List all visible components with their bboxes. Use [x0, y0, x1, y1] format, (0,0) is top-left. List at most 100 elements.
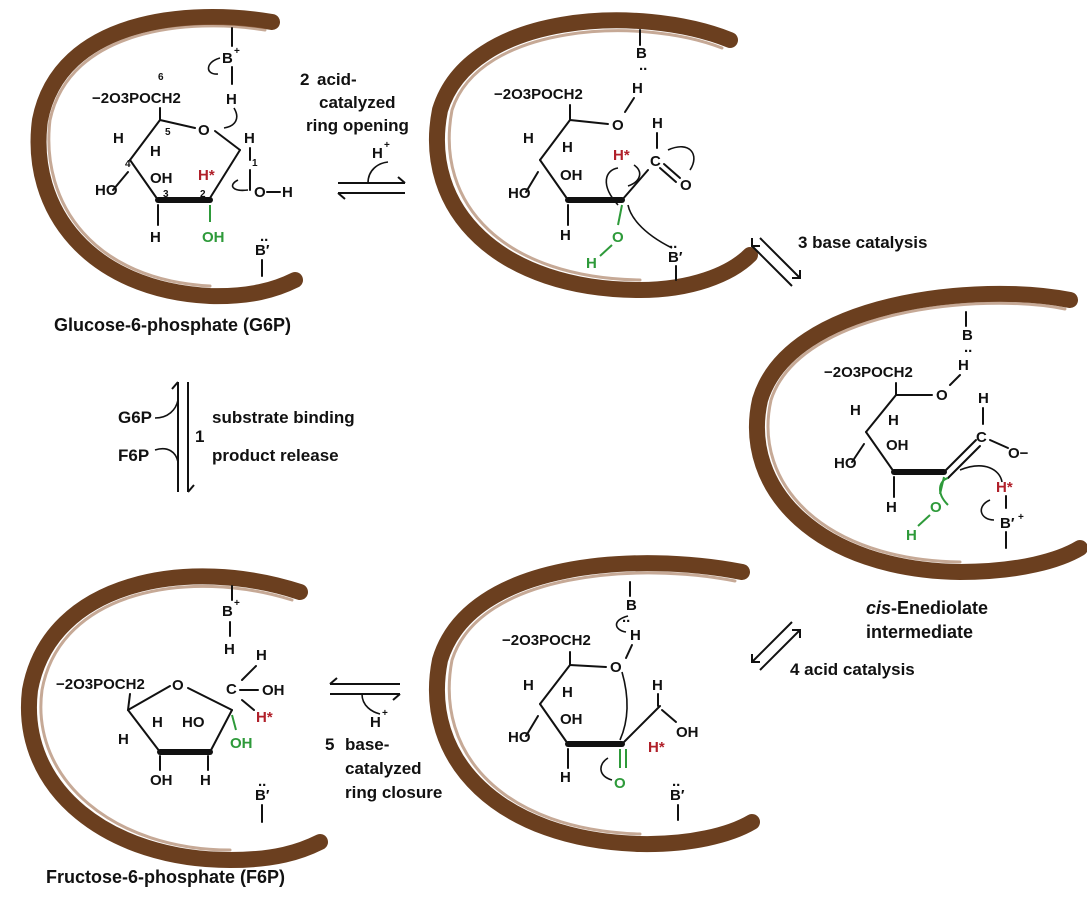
svg-text:H: H	[523, 677, 534, 694]
svg-text:+: +	[384, 140, 390, 151]
svg-text:3 base catalysis: 3 base catalysis	[798, 233, 927, 252]
svg-text:OH: OH	[150, 170, 173, 187]
svg-text:H: H	[632, 80, 643, 97]
svg-text:O: O	[936, 387, 948, 404]
svg-text:H: H	[224, 641, 235, 658]
svg-text:O: O	[614, 775, 626, 792]
step2-arrows: H + 2 acid- catalyzed ring opening	[300, 70, 409, 200]
svg-text:C: C	[976, 429, 987, 446]
svg-text:H: H	[244, 130, 255, 147]
step3-arrows: 3 base catalysis	[751, 233, 927, 287]
svg-text:H: H	[586, 255, 597, 272]
svg-text:B′: B′	[668, 249, 683, 266]
svg-text:substrate binding: substrate binding	[212, 408, 355, 427]
svg-text:..: ..	[622, 609, 630, 626]
svg-text:O: O	[612, 229, 624, 246]
svg-text:OH: OH	[262, 682, 285, 699]
h-star-label: H*	[198, 167, 215, 184]
svg-text:H: H	[978, 390, 989, 407]
enzyme-pocket-open	[428, 12, 758, 299]
svg-text:HO: HO	[182, 714, 205, 731]
svg-text:catalyzed: catalyzed	[345, 759, 422, 778]
enzyme-pocket-enediolate	[748, 285, 1087, 581]
svg-text:H: H	[562, 139, 573, 156]
svg-text:base-: base-	[345, 735, 389, 754]
svg-text:H: H	[886, 499, 897, 516]
svg-text:OH: OH	[230, 735, 253, 752]
svg-text:H: H	[906, 527, 917, 544]
svg-text:B′: B′	[255, 242, 270, 259]
svg-text:H: H	[560, 769, 571, 786]
svg-text:−2O3POCH2: −2O3POCH2	[824, 364, 913, 381]
svg-text:B: B	[222, 603, 233, 620]
svg-text:O: O	[198, 122, 210, 139]
svg-text:H: H	[113, 130, 124, 147]
svg-text:H: H	[888, 412, 899, 429]
svg-text:..: ..	[258, 773, 266, 790]
step1-arrows: G6P F6P 1 substrate binding product rele…	[118, 381, 355, 493]
svg-text:H: H	[282, 184, 293, 201]
svg-text:+: +	[234, 46, 240, 57]
svg-text:G6P: G6P	[118, 408, 152, 427]
svg-text:H: H	[523, 130, 534, 147]
caption-enediolate: cis-Enediolate	[866, 598, 988, 618]
caption-f6p: Fructose-6-phosphate (F6P)	[46, 867, 285, 887]
svg-text:H: H	[118, 731, 129, 748]
caption-g6p: Glucose-6-phosphate (G6P)	[54, 315, 291, 335]
svg-text:2: 2	[200, 189, 206, 200]
svg-text:4: 4	[125, 159, 131, 170]
svg-text:+: +	[234, 598, 240, 609]
enzyme-pocket-g6p	[30, 8, 303, 305]
svg-text:H: H	[200, 772, 211, 789]
svg-text:B′: B′	[670, 787, 685, 804]
svg-text:O: O	[172, 677, 184, 694]
svg-text:+: +	[382, 708, 388, 719]
open-ketone-structure: B .. H O −2O3POCH2 H H HO OH H O H OH H*…	[502, 581, 699, 821]
svg-text:−2O3POCH2: −2O3POCH2	[56, 676, 145, 693]
svg-text:O: O	[612, 117, 624, 134]
svg-text:6: 6	[158, 72, 164, 83]
svg-text:H*: H*	[613, 147, 630, 164]
svg-text:H*: H*	[996, 479, 1013, 496]
open-chain-structure: B .. H O −2O3POCH2 H H HO OH H H* O H H …	[494, 29, 695, 281]
svg-text:3: 3	[163, 189, 169, 200]
f6p-structure: B + H −2O3POCH2 O H H HO OH H C OH H H* …	[56, 585, 285, 823]
svg-text:H: H	[152, 714, 163, 731]
svg-text:H: H	[150, 229, 161, 246]
svg-text:H: H	[562, 684, 573, 701]
svg-text:OH: OH	[150, 772, 173, 789]
g6p-structure: B + H 6 −2O3POCH2 O 5 4 3 2 1 H H HO OH …	[92, 27, 293, 277]
svg-text:O: O	[930, 499, 942, 516]
svg-text:..: ..	[669, 235, 677, 252]
svg-text:H*: H*	[648, 739, 665, 756]
svg-text:B: B	[962, 327, 973, 344]
svg-text:H: H	[150, 143, 161, 160]
svg-text:−2O3POCH2: −2O3POCH2	[502, 632, 591, 649]
enzyme-pocket-open-ketone	[428, 555, 760, 853]
svg-text:H: H	[372, 145, 383, 162]
svg-text:1: 1	[252, 158, 258, 169]
svg-text:..: ..	[964, 339, 972, 356]
svg-text:H: H	[226, 91, 237, 108]
svg-text:O: O	[610, 659, 622, 676]
svg-text:B′: B′	[1000, 515, 1015, 532]
svg-text:H: H	[560, 227, 571, 244]
phosphate-group: −2O3POCH2	[92, 90, 181, 107]
svg-text:..: ..	[672, 773, 680, 790]
svg-text:HO: HO	[834, 455, 857, 472]
svg-text:2: 2	[300, 70, 309, 89]
svg-text:H: H	[652, 115, 663, 132]
svg-text:catalyzed: catalyzed	[319, 93, 396, 112]
svg-text:−2O3POCH2: −2O3POCH2	[494, 86, 583, 103]
curved-arrow	[207, 57, 221, 75]
enzyme-pocket-f6p	[20, 568, 328, 869]
svg-text:H: H	[630, 627, 641, 644]
svg-text:H: H	[652, 677, 663, 694]
svg-text:..: ..	[639, 57, 647, 74]
caption-enediolate-line2: intermediate	[866, 622, 973, 642]
svg-text:C: C	[226, 681, 237, 698]
svg-text:5: 5	[325, 735, 334, 754]
svg-text:HO: HO	[508, 729, 531, 746]
svg-text:ring opening: ring opening	[306, 116, 409, 135]
svg-text:H: H	[958, 357, 969, 374]
